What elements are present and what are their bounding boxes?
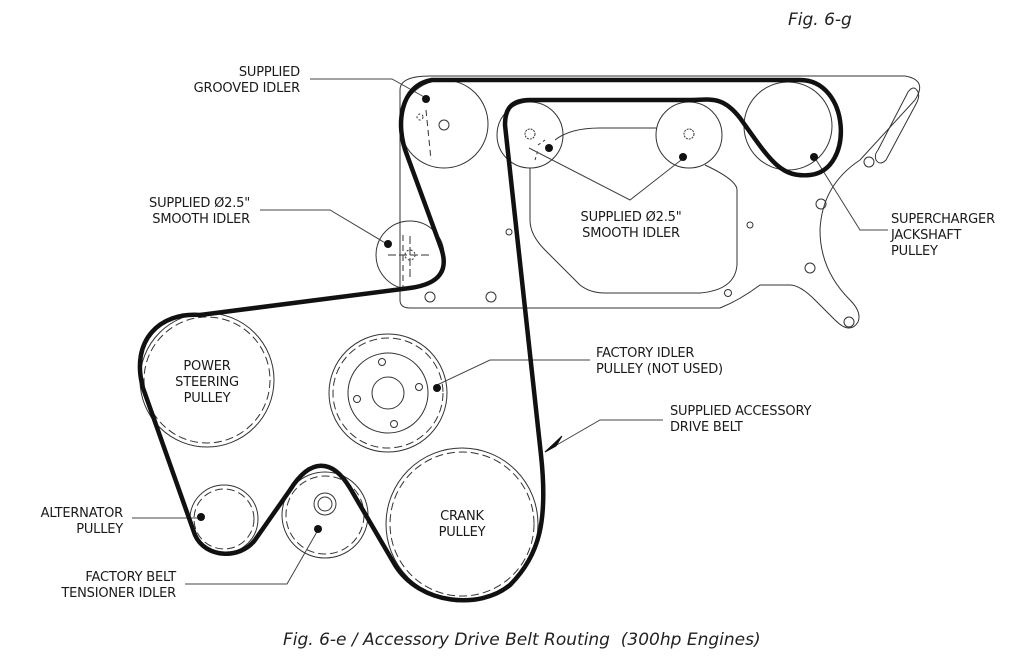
- bracket-plate: [399, 75, 921, 329]
- bracket-slot: [874, 87, 920, 164]
- callout-grooved-idler: SUPPLIED GROOVED IDLER: [193, 65, 301, 96]
- leader-smooth-idler-left: [260, 209, 388, 245]
- callout-dot: [545, 144, 553, 152]
- leader-supercharger: [814, 157, 888, 231]
- bracket-hole: [863, 156, 875, 168]
- figure-caption: Fig. 6-e / Accessory Drive Belt Routing …: [283, 630, 761, 650]
- callout-drive-belt: SUPPLIED ACCESSORY DRIVE BELT: [670, 404, 812, 435]
- label-power-steering: POWER STEERING PULLEY: [175, 359, 239, 406]
- label-crank: CRANK PULLEY: [438, 509, 486, 540]
- bracket-hole: [804, 262, 816, 274]
- bracket-hole: [485, 291, 497, 303]
- callout-supercharger-pulley: SUPERCHARGER JACKSHAFT PULLEY: [891, 212, 995, 259]
- bracket-cutout: [529, 164, 738, 294]
- factory-idler-pulley: [328, 333, 448, 453]
- leader-smooth-idler-top: [528, 147, 686, 201]
- callout-alternator: ALTERNATOR PULLEY: [40, 506, 124, 537]
- callout-dot: [810, 153, 818, 161]
- bracket-hole: [843, 316, 855, 328]
- supercharger-jackshaft-pulley: [743, 81, 833, 171]
- bracket-hole: [505, 228, 513, 236]
- callout-dot: [433, 384, 441, 392]
- callout-dot: [384, 240, 392, 248]
- figure-top-label: Fig. 6-g: [788, 10, 852, 30]
- leader-grooved-idler: [310, 78, 427, 99]
- drive-belt-arrow-icon: [544, 435, 563, 453]
- bracket-hole: [815, 198, 827, 210]
- leader-drive-belt: [547, 419, 663, 451]
- leader-factory-idler: [436, 359, 590, 386]
- callout-tensioner: FACTORY BELT TENSIONER IDLER: [61, 570, 176, 601]
- callout-smooth-idler-left: SUPPLIED Ø2.5" SMOOTH IDLER: [149, 196, 250, 227]
- smooth-idler-top-right: [655, 101, 723, 169]
- callout-dot: [679, 153, 687, 161]
- accessory-drive-belt: [137, 77, 843, 603]
- bracket-hole: [424, 291, 436, 303]
- callout-smooth-idler-top: SUPPLIED Ø2.5" SMOOTH IDLER: [580, 210, 682, 241]
- callout-dot: [314, 525, 322, 533]
- grooved-idler-pulley: [399, 79, 489, 169]
- leader-tensioner: [185, 529, 319, 585]
- callout-dot: [422, 95, 430, 103]
- callout-dot: [197, 513, 205, 521]
- callout-factory-idler: FACTORY IDLER PULLEY (NOT USED): [596, 346, 723, 377]
- bracket-hole: [724, 289, 732, 297]
- bracket-hole: [746, 221, 754, 229]
- grooved-idler-bolt: [438, 119, 450, 131]
